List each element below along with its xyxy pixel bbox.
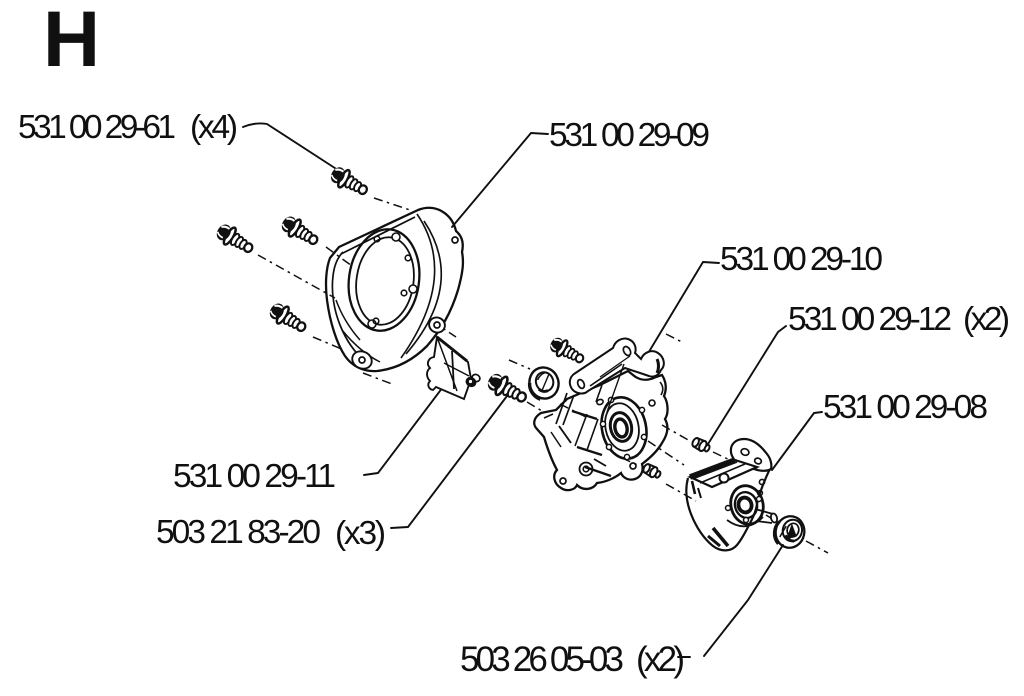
svg-text:503 26 05-03: 503 26 05-03 — [460, 640, 624, 679]
svg-text:H: H — [43, 0, 100, 83]
svg-text:531 00 29-11: 531 00 29-11 — [173, 458, 336, 495]
svg-text:531 00 29-09: 531 00 29-09 — [549, 117, 710, 154]
svg-text:(x2): (x2) — [963, 301, 1010, 338]
svg-text:(x4): (x4) — [190, 109, 238, 146]
svg-text:(x3): (x3) — [335, 515, 386, 552]
svg-text:531 00 29-12: 531 00 29-12 — [788, 301, 952, 338]
svg-text:503 21 83-20: 503 21 83-20 — [156, 514, 321, 551]
svg-text:(x2): (x2) — [636, 640, 685, 679]
svg-text:531 00 29-10: 531 00 29-10 — [720, 241, 883, 278]
svg-text:531 00 29-61: 531 00 29-61 — [18, 109, 176, 146]
svg-text:531 00 29-08: 531 00 29-08 — [823, 389, 988, 426]
